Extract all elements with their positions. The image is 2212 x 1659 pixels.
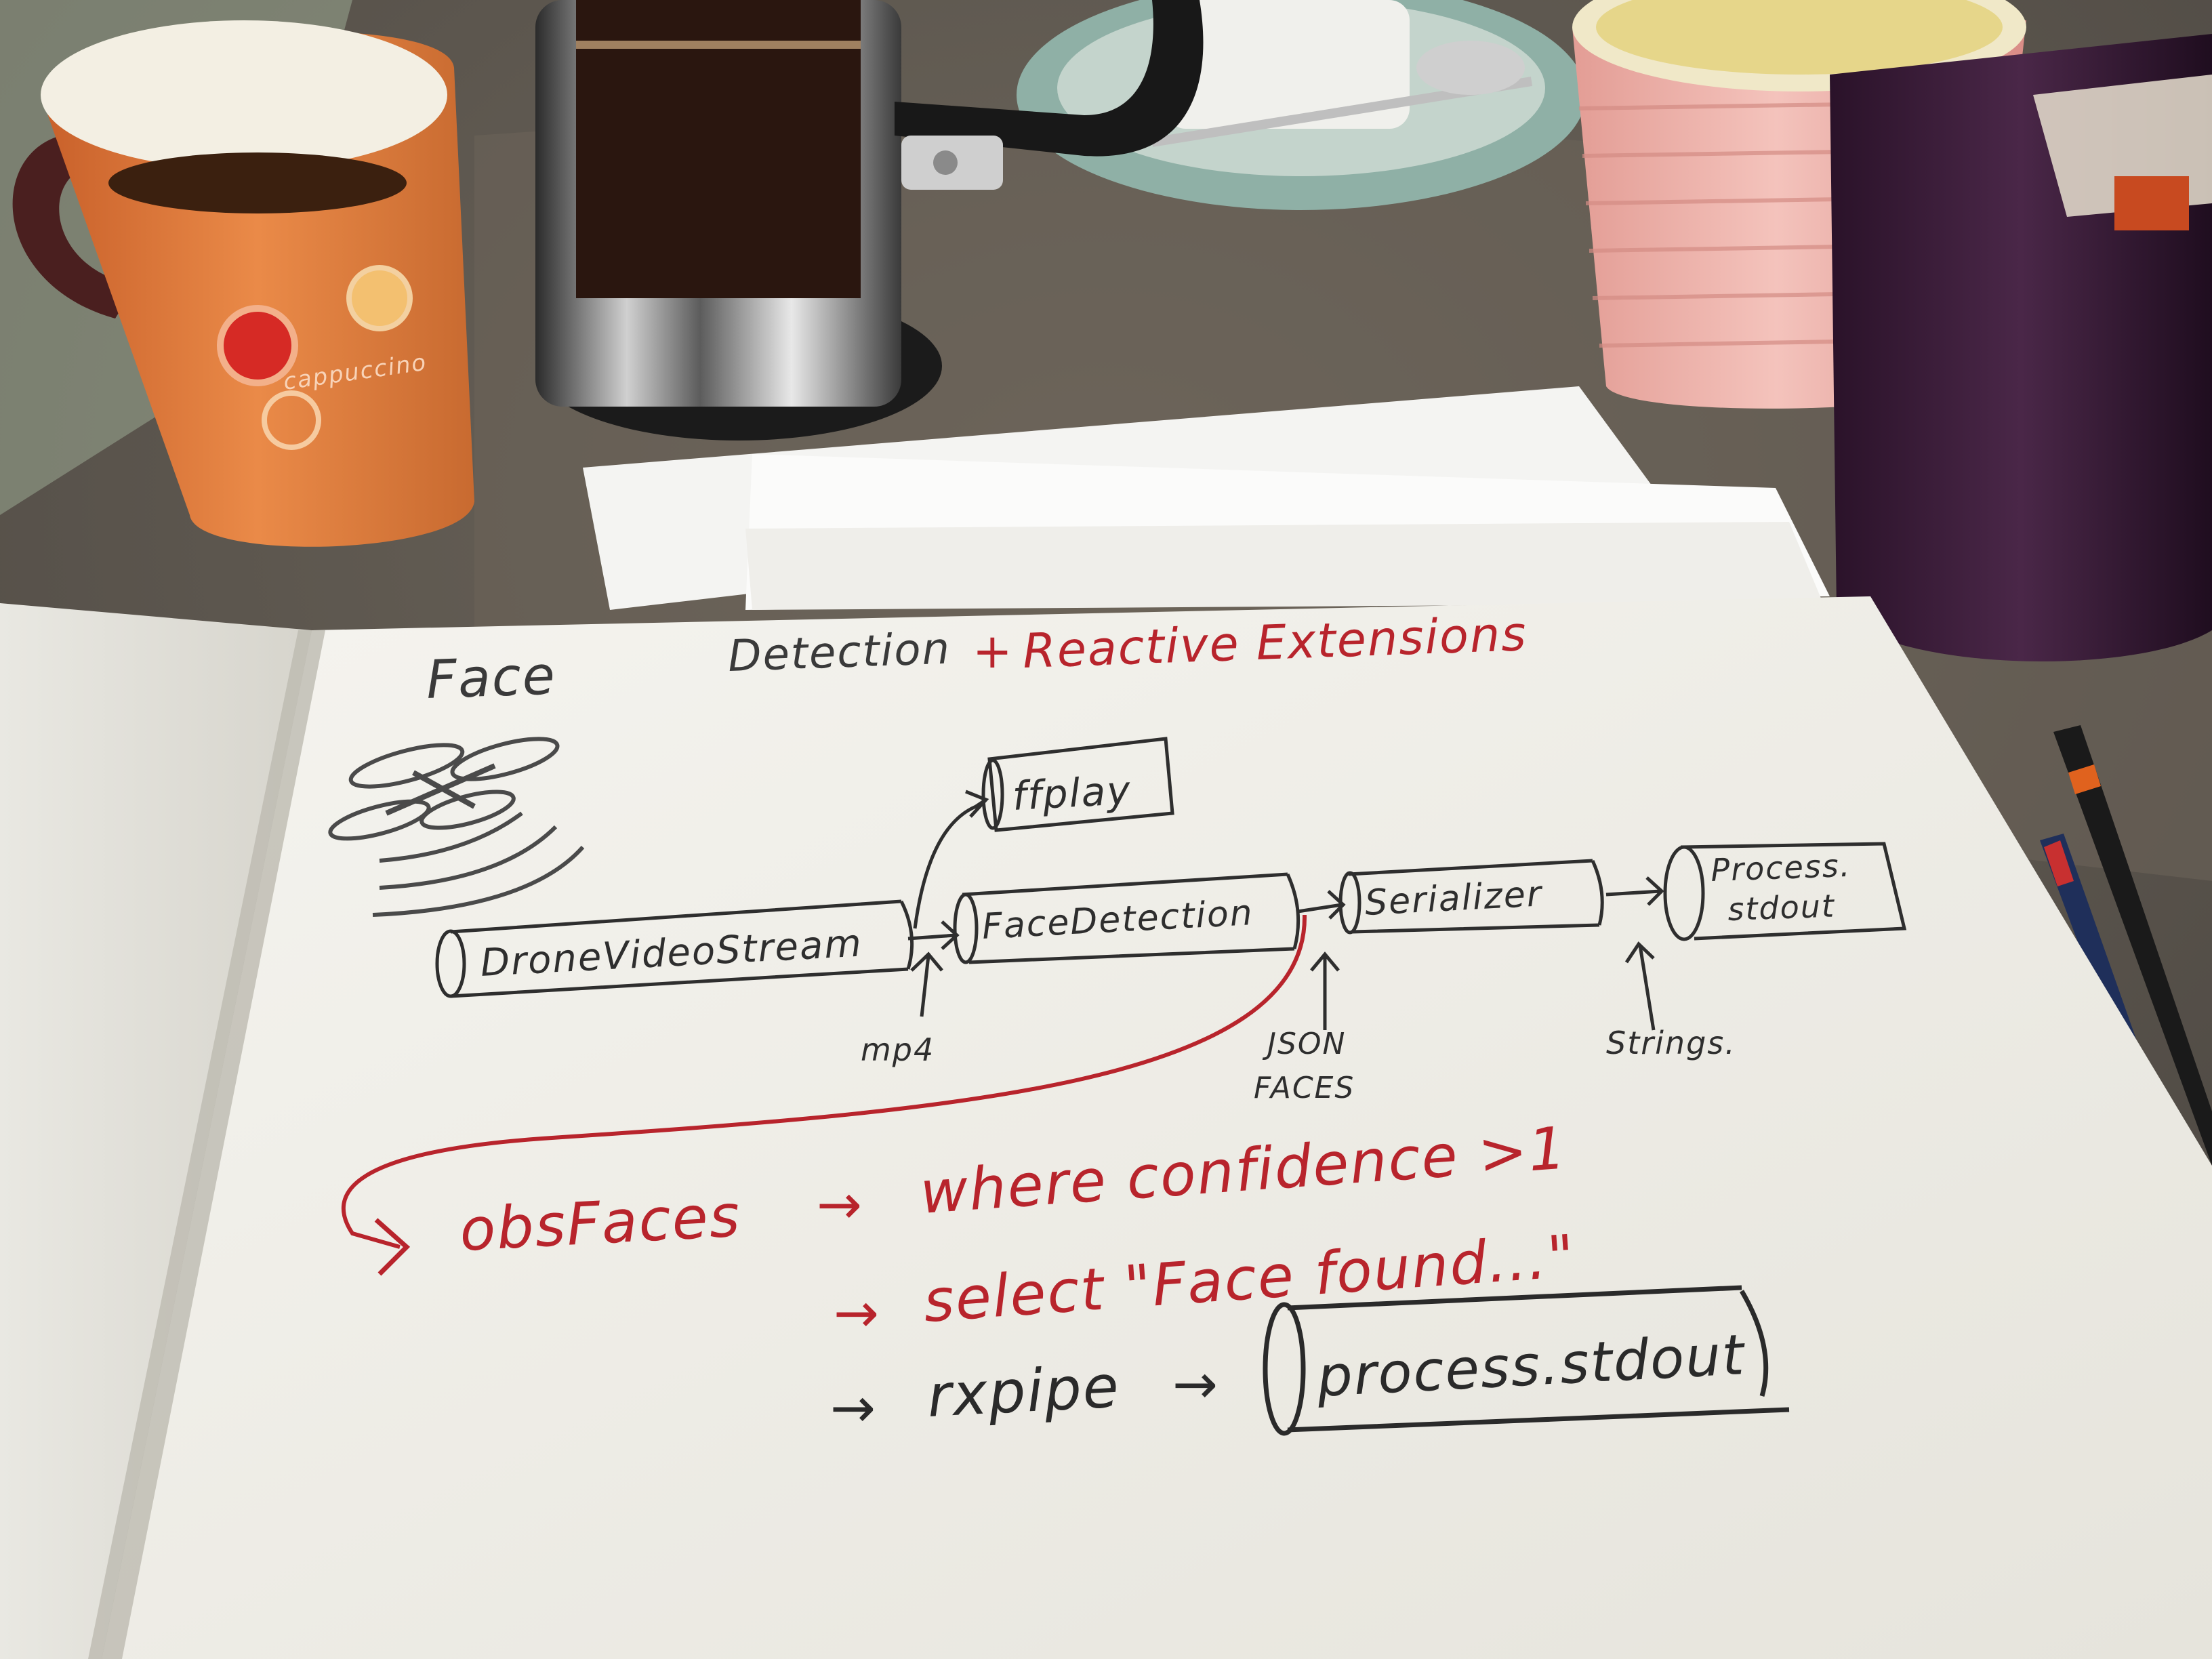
arrow-process: → — [1172, 1353, 1219, 1416]
serializer-label: Serializer — [1364, 874, 1545, 924]
right-page — [102, 596, 2212, 1659]
spine-shadow — [88, 630, 325, 1659]
pipeline-labels: DroneVideoStream ffplay FaceDetection Se… — [479, 767, 1851, 1105]
arrow-to-face-detection — [907, 920, 960, 950]
strings-label: Strings. — [1606, 1025, 1736, 1061]
title-face: Face — [426, 645, 558, 711]
arrow-to-process — [1605, 876, 1664, 906]
arrow-rxpipe: → — [830, 1376, 877, 1439]
rxpipe-label: rxpipe — [926, 1353, 1122, 1431]
arrow-where: → — [817, 1173, 863, 1236]
drone-icon — [328, 737, 585, 917]
ffplay-label: ffplay — [1011, 767, 1132, 819]
pointer-strings — [1624, 941, 1656, 1031]
red-connector-curve — [341, 914, 1307, 1249]
french-press — [535, 0, 1204, 441]
process-label-line2: stdout — [1727, 887, 1835, 928]
pipeline-diagram — [435, 737, 1907, 1031]
mp4-label: mp4 — [861, 1031, 935, 1068]
left-page — [0, 603, 312, 1659]
process-label-line1: Process. — [1710, 847, 1851, 888]
paper-stack — [583, 386, 1830, 610]
red-connector-arrowhead — [374, 1218, 411, 1276]
notebook — [0, 596, 2212, 1659]
arrow-to-ffplay — [913, 790, 989, 929]
face-detection-node — [953, 872, 1300, 964]
title-plus: + — [972, 623, 1014, 679]
orange-mug: cappuccino — [12, 20, 474, 547]
pointer-json — [1310, 951, 1340, 1030]
json-label: JSON — [1262, 1027, 1346, 1061]
process-stdout-box — [1263, 1285, 1790, 1436]
purple-glass — [1830, 34, 2212, 661]
obs-faces-label: obsFaces — [458, 1182, 743, 1265]
arrow-select: → — [834, 1282, 880, 1345]
ffplay-node — [981, 737, 1174, 832]
title-detection: Detection — [727, 624, 951, 682]
drone-video-stream-node — [435, 899, 914, 998]
process-stdout-node — [1663, 842, 1907, 941]
pointer-mp4 — [910, 951, 943, 1017]
arrow-to-serializer — [1297, 890, 1346, 920]
faces-label: FACES — [1254, 1071, 1355, 1105]
